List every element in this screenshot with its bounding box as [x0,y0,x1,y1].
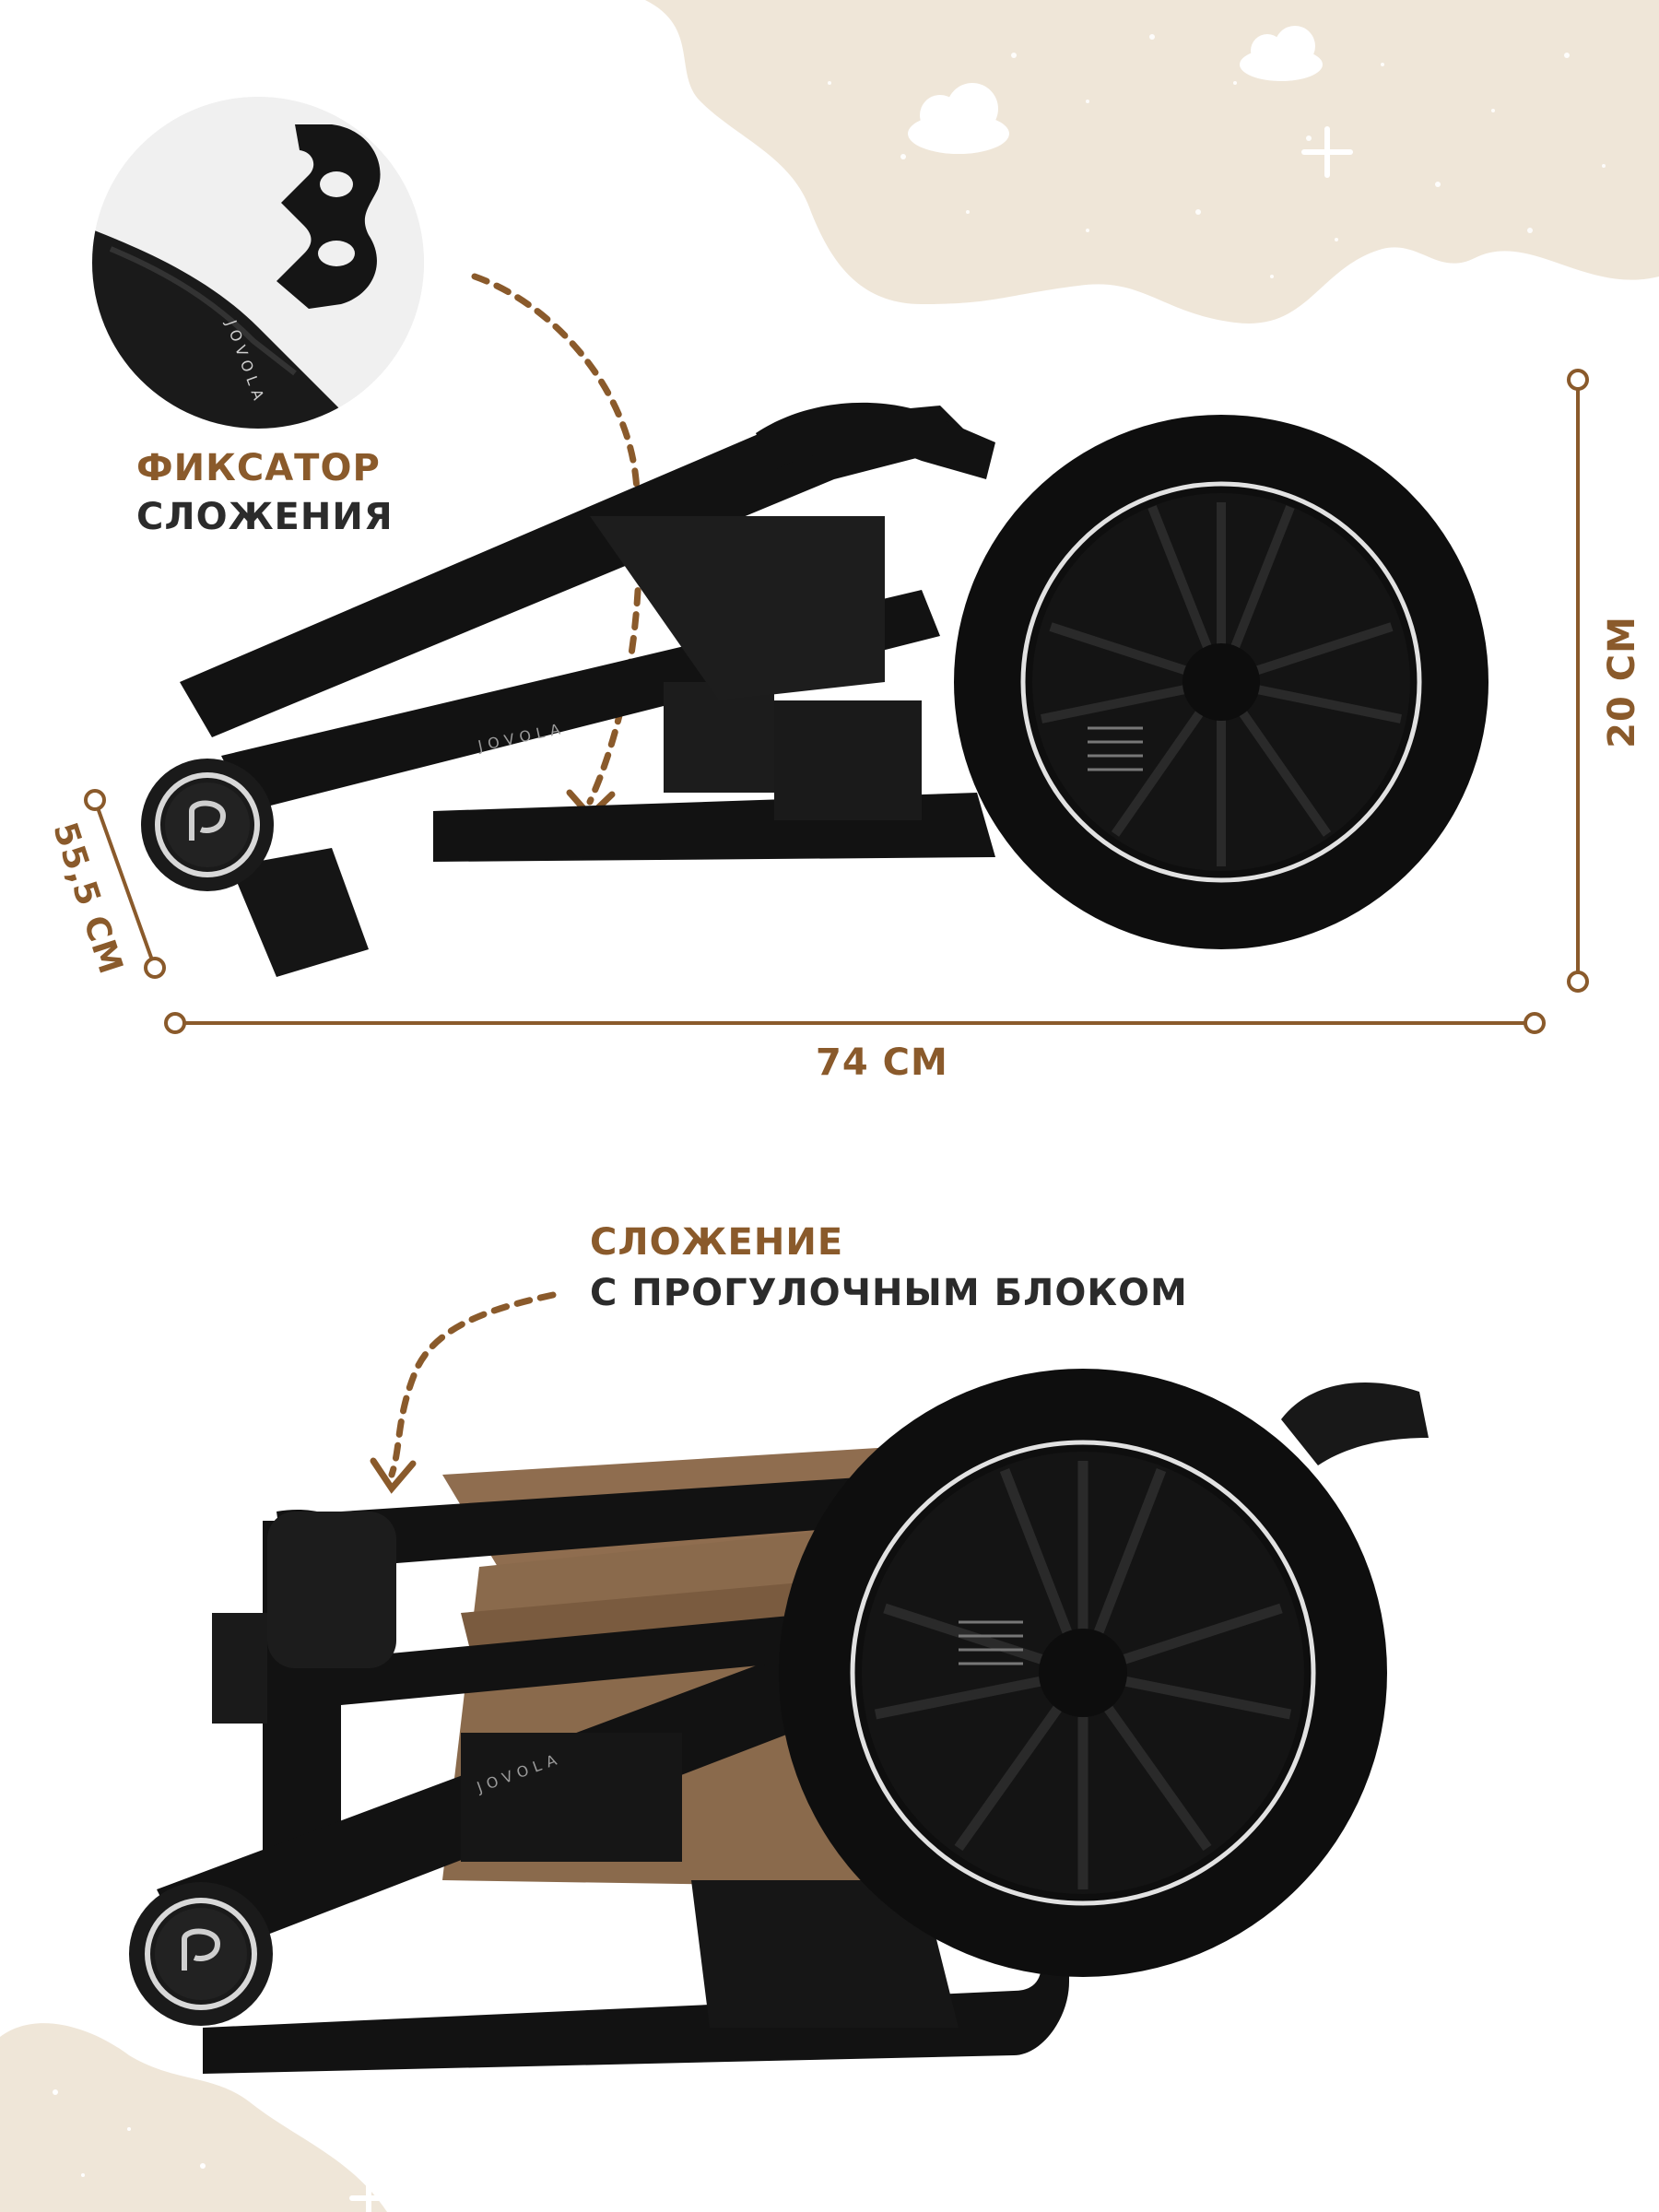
top-frame-tubes [180,402,995,977]
bottom-left-speckles [53,2089,206,2177]
fold-with-seat-label-line1: СЛОЖЕНИЕ [590,1221,844,1264]
top-right-cloud-shape [645,0,1659,324]
small-cloud-icon-1 [908,83,1009,154]
height-dimension-line [1567,369,1589,993]
width-dimension-label: 74 СМ [816,1041,948,1084]
fold-with-seat-label-line2: С ПРОГУЛОЧНЫМ БЛОКОМ [590,1272,1188,1314]
sparkle-icon [1301,126,1353,178]
bottom-frame [157,1382,1429,2074]
bottom-sparkle-icon [349,2177,388,2212]
bottom-rear-wheel [779,1369,1387,1977]
fold-lock-zoom-circle: JOVOLA [92,97,424,429]
small-cloud-icon-2 [1240,26,1323,81]
hinge-block [267,1512,396,1668]
seat-fold-arrowhead [370,1457,417,1494]
seat-fold-dashed-arrow [388,1291,557,1478]
top-rear-wheel [954,415,1488,949]
fold-lock-detail-image: JOVOLA [92,97,424,429]
fold-lock-label-line2: СЛОЖЕНИЯ [136,496,394,538]
width-dimension-line [164,1012,1546,1034]
fold-lock-dashed-arrow [471,273,642,806]
depth-dimension-line [84,789,166,979]
fold-lock-label-line1: ФИКСАТОР [136,447,381,489]
top-right-speckles [828,34,1606,278]
bottom-left-cloud-shape [0,2023,387,2212]
